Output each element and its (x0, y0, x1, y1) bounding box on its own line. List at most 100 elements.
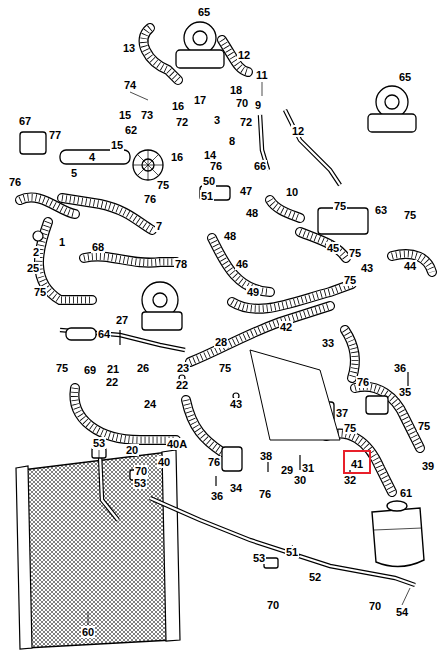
callout-number: 4 (88, 151, 96, 163)
hose (232, 284, 352, 309)
callout-number: 36 (393, 362, 407, 374)
hose-hatch (392, 254, 432, 272)
hose-outline (300, 232, 346, 258)
hose (300, 232, 346, 258)
callout-number: 3 (213, 114, 221, 126)
callout-number: 70 (134, 465, 148, 477)
callout-number: 20 (125, 444, 139, 456)
callout-number: 46 (235, 258, 249, 270)
callout-number: 22 (175, 379, 189, 391)
callout-number: 12 (237, 49, 251, 61)
turbocharger (176, 22, 416, 132)
callout-number: 48 (245, 207, 259, 219)
hose (212, 238, 270, 292)
callout-number: 63 (374, 204, 388, 216)
callout-number: 78 (174, 258, 188, 270)
highlight-box: 41 (343, 450, 371, 474)
callout-number: 15 (118, 109, 132, 121)
callout-number: 47 (239, 185, 253, 197)
callout-number: 76 (143, 193, 157, 205)
hose-hatch (300, 232, 346, 258)
callout-number: 21 (106, 363, 120, 375)
hose-outline (392, 254, 432, 272)
hose (345, 330, 355, 378)
callout-number: 39 (421, 460, 435, 472)
callout-number: 70 (368, 600, 382, 612)
callout-number: 72 (175, 116, 189, 128)
callout-number: 60 (81, 626, 95, 638)
callout-number: 44 (403, 260, 417, 272)
hose-hatch (232, 284, 352, 309)
callout-number: 17 (193, 94, 207, 106)
callout-number: 35 (398, 386, 412, 398)
callout-number: 2 (32, 246, 40, 258)
callout-number: 73 (140, 109, 154, 121)
callout-number: 22 (105, 376, 119, 388)
callout-number: 53 (133, 477, 147, 489)
callout-number: 32 (343, 474, 357, 486)
hose-hatch (62, 198, 152, 230)
callout-number: 1 (58, 236, 66, 248)
callout-number: 40A (166, 438, 188, 450)
callout-number: 23 (176, 362, 190, 374)
callout-number: 72 (239, 116, 253, 128)
callout-number: 43 (229, 398, 243, 410)
pipe (285, 110, 340, 185)
callout-number: 49 (246, 286, 260, 298)
hose-hatch (212, 238, 270, 292)
callout-number: 36 (210, 490, 224, 502)
callout-number: 30 (293, 474, 307, 486)
callout-number: 52 (308, 571, 322, 583)
callout-number: 7 (155, 220, 163, 232)
callout-number: 11 (255, 69, 269, 81)
callout-number: 76 (356, 376, 370, 388)
hose-hatch (326, 434, 392, 492)
pipe-outline (100, 455, 118, 520)
expansion-tank (372, 501, 424, 567)
callout-number: 25 (26, 262, 40, 274)
hose-hatch (345, 330, 355, 378)
hoses (20, 28, 432, 492)
callout-number: 75 (343, 422, 357, 434)
callout-number: 48 (223, 230, 237, 242)
hose-outline (186, 400, 222, 452)
callout-number: 13 (122, 42, 136, 54)
coolant-pipe (60, 110, 415, 585)
callout-number: 16 (170, 151, 184, 163)
radiator (16, 450, 180, 649)
callout-number: 75 (218, 362, 232, 374)
callout-number: 66 (253, 160, 267, 172)
callout-number: 31 (301, 462, 315, 474)
callout-number: 53 (252, 552, 266, 564)
callout-number: 5 (70, 167, 78, 179)
callout-number: 18 (229, 84, 243, 96)
hose-hatch (143, 28, 178, 80)
hose-hatch (84, 256, 176, 262)
callout-number: 43 (360, 262, 374, 274)
callout-number: 33 (321, 337, 335, 349)
callout-number: 8 (228, 135, 236, 147)
pipe (100, 455, 118, 520)
callout-number: 65 (398, 71, 412, 83)
callout-number: 16 (171, 100, 185, 112)
callout-number: 50 (202, 175, 216, 187)
callout-number: 10 (285, 186, 299, 198)
callout-number: 75 (156, 179, 170, 191)
hose (326, 434, 392, 492)
hose-hatch (74, 388, 176, 440)
hose-outline (345, 330, 355, 378)
hose-outline (212, 238, 270, 292)
callout-number: 62 (124, 124, 138, 136)
callout-number: 51 (200, 190, 214, 202)
callout-number: 41 (345, 458, 369, 470)
hose (84, 256, 176, 262)
callout-number: 69 (83, 364, 97, 376)
callout-number: 76 (8, 176, 22, 188)
hose-hatch (186, 400, 222, 452)
callout-number: 75 (55, 362, 69, 374)
hose-outline (74, 388, 176, 440)
callout-number: 75 (348, 247, 362, 259)
callout-number: 51 (285, 546, 299, 558)
